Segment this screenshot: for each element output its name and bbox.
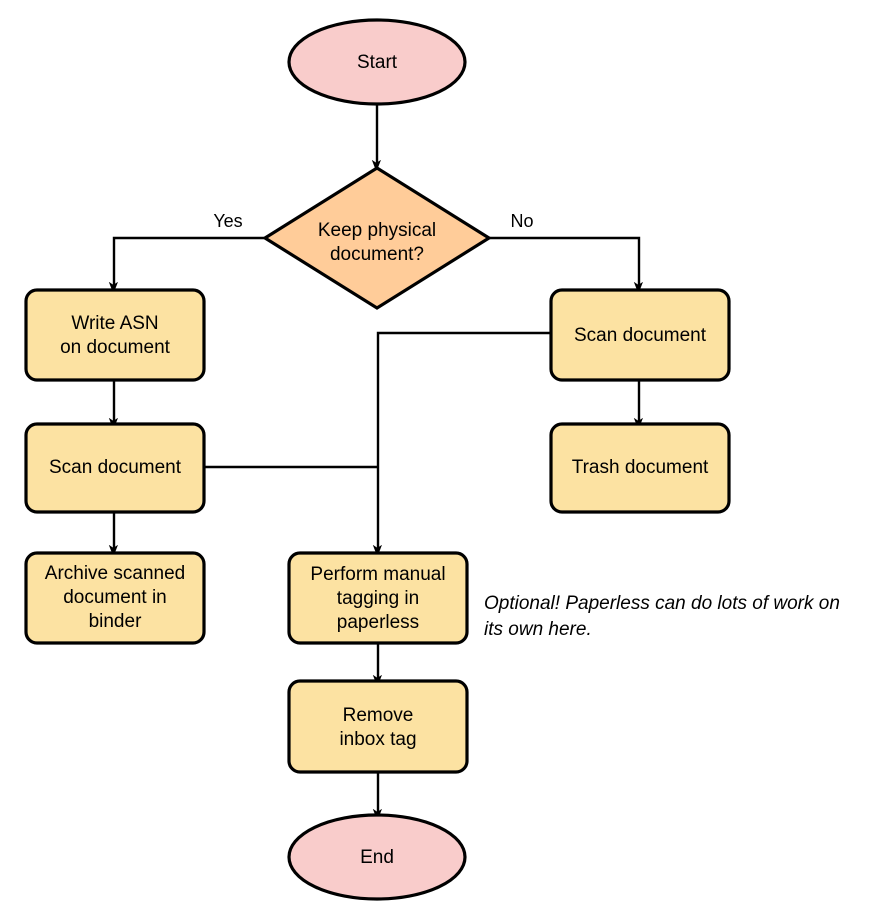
decision-label-line2: document? <box>330 244 424 265</box>
node-remove-inbox-tag[interactable]: Remove inbox tag <box>287 679 469 774</box>
node-end[interactable]: End <box>287 813 467 901</box>
tagging-rect-shape <box>287 551 469 645</box>
tagging-label-line1: Perform manual <box>310 564 445 585</box>
scan-right-rect-shape <box>549 288 731 382</box>
edge-labels-layer: Yes No <box>213 211 533 231</box>
write-asn-rect-shape <box>24 288 206 382</box>
node-scan-document-right[interactable]: Scan document <box>549 288 731 382</box>
archive-label-line2: document in <box>63 587 167 608</box>
remove-inbox-label-line1: Remove <box>343 705 414 726</box>
archive-label-line1: Archive scanned <box>45 563 185 584</box>
archive-rect-shape <box>24 551 206 645</box>
scan-right-label: Scan document <box>574 325 707 346</box>
node-scan-document-left[interactable]: Scan document <box>24 422 206 514</box>
tagging-label-line2: tagging in <box>337 588 419 609</box>
remove-inbox-label-line2: inbox tag <box>339 729 416 750</box>
scan-left-label: Scan document <box>49 457 182 478</box>
node-archive-scanned-document[interactable]: Archive scanned document in binder <box>24 551 206 645</box>
node-start[interactable]: Start <box>287 18 467 106</box>
decision-label-line1: Keep physical <box>318 220 436 241</box>
end-ellipse-shape <box>287 813 467 901</box>
node-perform-manual-tagging[interactable]: Perform manual tagging in paperless <box>287 551 469 645</box>
trash-label: Trash document <box>572 457 709 478</box>
annotation-line2: its own here. <box>484 619 592 640</box>
start-label: Start <box>357 52 398 73</box>
tagging-label-line3: paperless <box>337 612 419 633</box>
edges-layer <box>114 103 639 815</box>
edge-label-yes: Yes <box>213 211 242 231</box>
edge-label-no: No <box>510 211 533 231</box>
scan-left-rect-shape <box>24 422 206 514</box>
node-decision-keep-physical-document[interactable]: Keep physical document? <box>261 166 493 310</box>
write-asn-label-line1: Write ASN <box>71 313 158 334</box>
write-asn-label-line2: on document <box>60 337 171 358</box>
annotation-line1: Optional! Paperless can do lots of work … <box>484 593 840 614</box>
node-trash-document[interactable]: Trash document <box>549 422 731 514</box>
annotation-optional-paperless: Optional! Paperless can do lots of work … <box>484 593 840 640</box>
trash-rect-shape <box>549 422 731 514</box>
end-label: End <box>360 847 394 868</box>
edge-decision-no-to-scan-right <box>489 236 639 288</box>
node-write-asn[interactable]: Write ASN on document <box>24 288 206 382</box>
archive-label-line3: binder <box>89 611 142 632</box>
remove-inbox-rect-shape <box>287 679 469 774</box>
edge-decision-yes-to-write-asn <box>114 236 265 288</box>
decision-diamond-shape <box>261 166 493 310</box>
start-ellipse-shape <box>287 18 467 106</box>
edge-scan-right-to-tagging <box>378 331 551 551</box>
